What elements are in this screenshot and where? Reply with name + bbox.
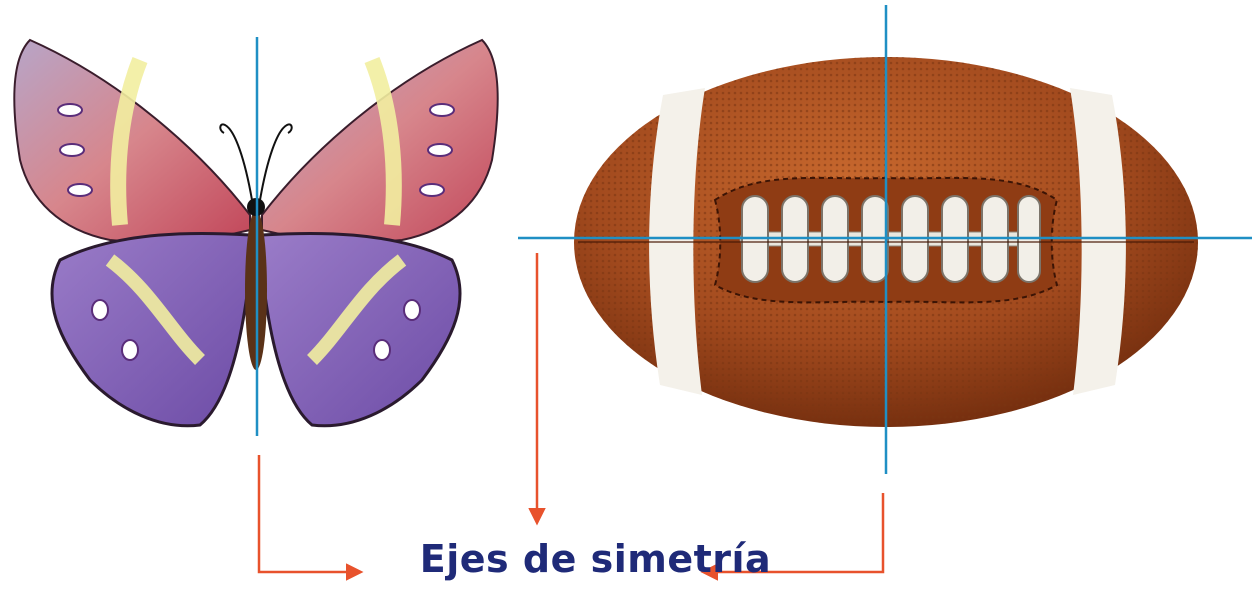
butterfly-left-upper-band	[110, 57, 148, 226]
butterfly	[13, 38, 499, 428]
arrow-from-butterfly-axis	[257, 455, 364, 581]
butterfly-right-antenna	[259, 123, 293, 201]
caption: Ejes de simetría	[0, 540, 1259, 578]
arrow-from-football-vertical-axis	[700, 493, 885, 581]
butterfly-right-lower-wing	[258, 231, 462, 428]
butterfly-wing-spots	[57, 103, 455, 361]
butterfly-left-antenna	[219, 123, 253, 201]
butterfly-left-lower-wing	[50, 231, 254, 428]
butterfly-right-upper-band	[364, 57, 402, 226]
caption-text: Ejes de simetría	[419, 537, 772, 581]
butterfly-left-lower-band	[105, 254, 205, 365]
butterfly-right-lower-band	[307, 254, 407, 365]
